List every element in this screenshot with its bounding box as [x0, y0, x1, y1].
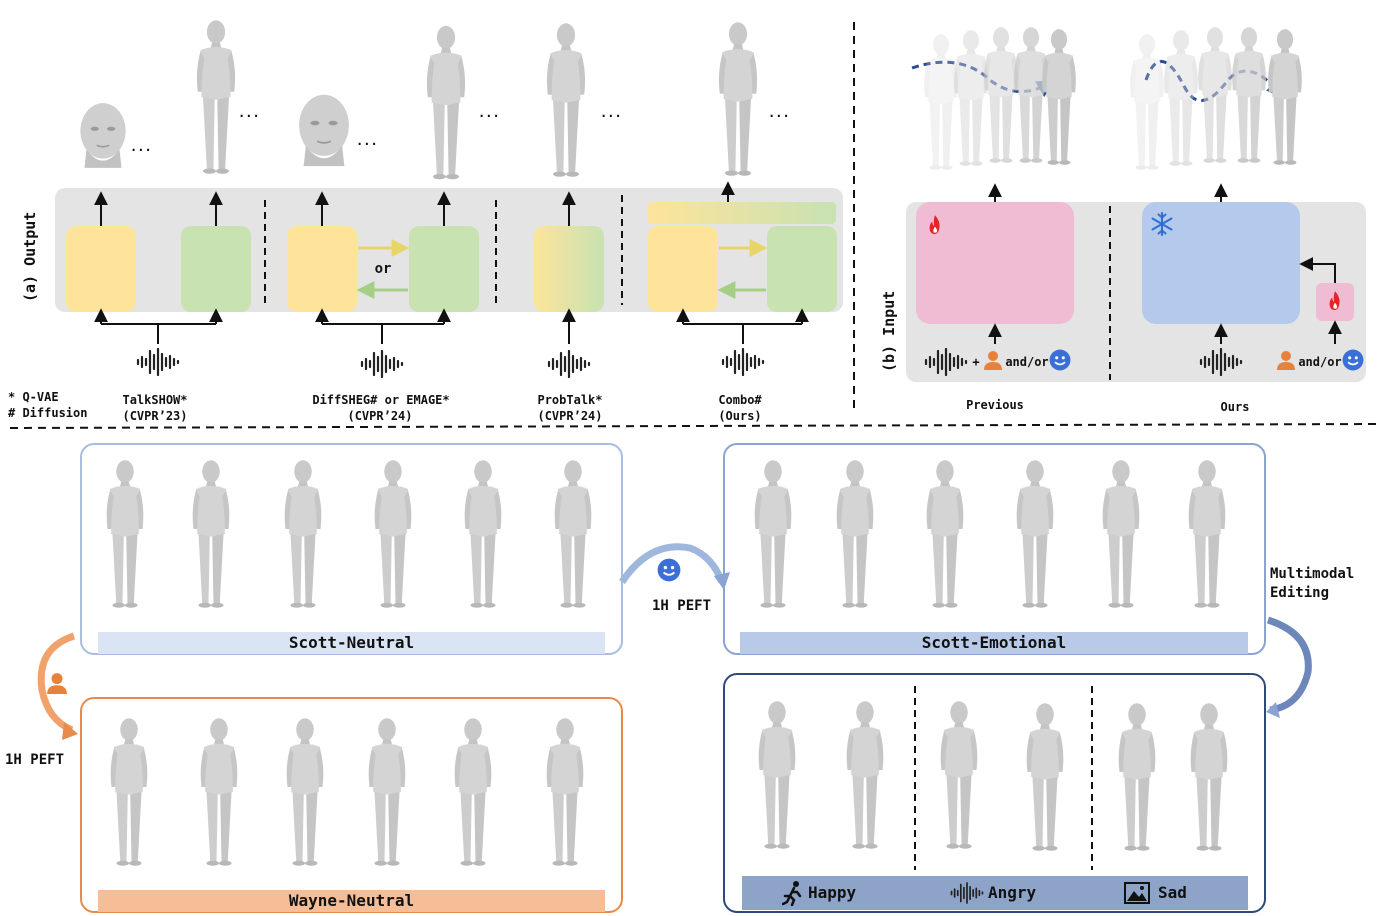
- audio-wave-icon: [950, 882, 984, 904]
- previous-label: Previous: [966, 398, 1024, 412]
- person-icon: [46, 672, 68, 694]
- scott-emotional-label: Scott-Emotional: [921, 633, 1067, 652]
- ellipsis: ...: [130, 140, 152, 154]
- panel-a-arrows: [94, 181, 809, 344]
- plus-sign: +: [972, 355, 980, 369]
- ours-label: Ours: [1220, 400, 1250, 414]
- wayne-neutral-label: Wayne-Neutral: [288, 891, 415, 910]
- ours-frozen-model-box: [1142, 202, 1300, 324]
- scott-neutral-frame: [80, 443, 623, 655]
- running-icon: [782, 881, 802, 906]
- legend-qvae: * Q-VAE: [8, 390, 59, 404]
- peft-label-top: 1H PEFT: [652, 598, 712, 614]
- method-venue: (CVPR’23): [122, 409, 188, 423]
- legend-diffusion: # Diffusion: [8, 406, 88, 420]
- scott-emotional-bar: [740, 632, 1248, 654]
- ellipsis: ...: [600, 106, 622, 120]
- image-icon: [1124, 882, 1150, 904]
- method-name: Combo#: [718, 393, 762, 407]
- probtalk-box: [534, 226, 604, 312]
- multimodal-editing-label: Multimodal Editing: [1270, 566, 1355, 601]
- smiley-icon: [657, 558, 681, 582]
- talkshow-body-box: [181, 226, 251, 312]
- diffsheg-body-box: [409, 226, 479, 312]
- previous-model-box: [916, 202, 1074, 324]
- wayne-neutral-frame: [80, 697, 623, 913]
- talkshow-face-box: [66, 226, 136, 312]
- scott-neutral-label: Scott-Neutral: [288, 633, 415, 652]
- diffsheg-face-box: [287, 226, 357, 312]
- combo-face-box: [648, 226, 718, 312]
- combo-top-bar: [648, 202, 836, 224]
- and-or-label: and/or: [1298, 355, 1342, 369]
- ellipsis: ...: [768, 106, 790, 120]
- editing-frame: [723, 673, 1266, 913]
- angry-label: Angry: [988, 883, 1037, 902]
- sad-label: Sad: [1158, 883, 1187, 902]
- method-venue: (Ours): [718, 409, 762, 423]
- ellipsis: ...: [478, 106, 500, 120]
- scott-emotional-frame: [723, 443, 1266, 655]
- peft-label-left: 1H PEFT: [5, 752, 65, 768]
- editing-bar: [742, 876, 1248, 910]
- combo-body-box: [767, 226, 837, 312]
- wayne-neutral-bar: [98, 890, 605, 912]
- ellipsis: ...: [356, 134, 378, 148]
- happy-label: Happy: [808, 883, 857, 902]
- method-name: DiffSHEG# or EMAGE*: [312, 393, 450, 407]
- scott-neutral-bar: [98, 632, 605, 654]
- and-or-label: and/or: [1005, 355, 1049, 369]
- method-name: TalkSHOW*: [122, 393, 188, 407]
- method-name: ProbTalk*: [537, 393, 603, 407]
- method-venue: (CVPR’24): [537, 409, 603, 423]
- method-venue: (CVPR’24): [347, 409, 413, 423]
- ellipsis: ...: [238, 106, 260, 120]
- or-label: or: [374, 261, 392, 277]
